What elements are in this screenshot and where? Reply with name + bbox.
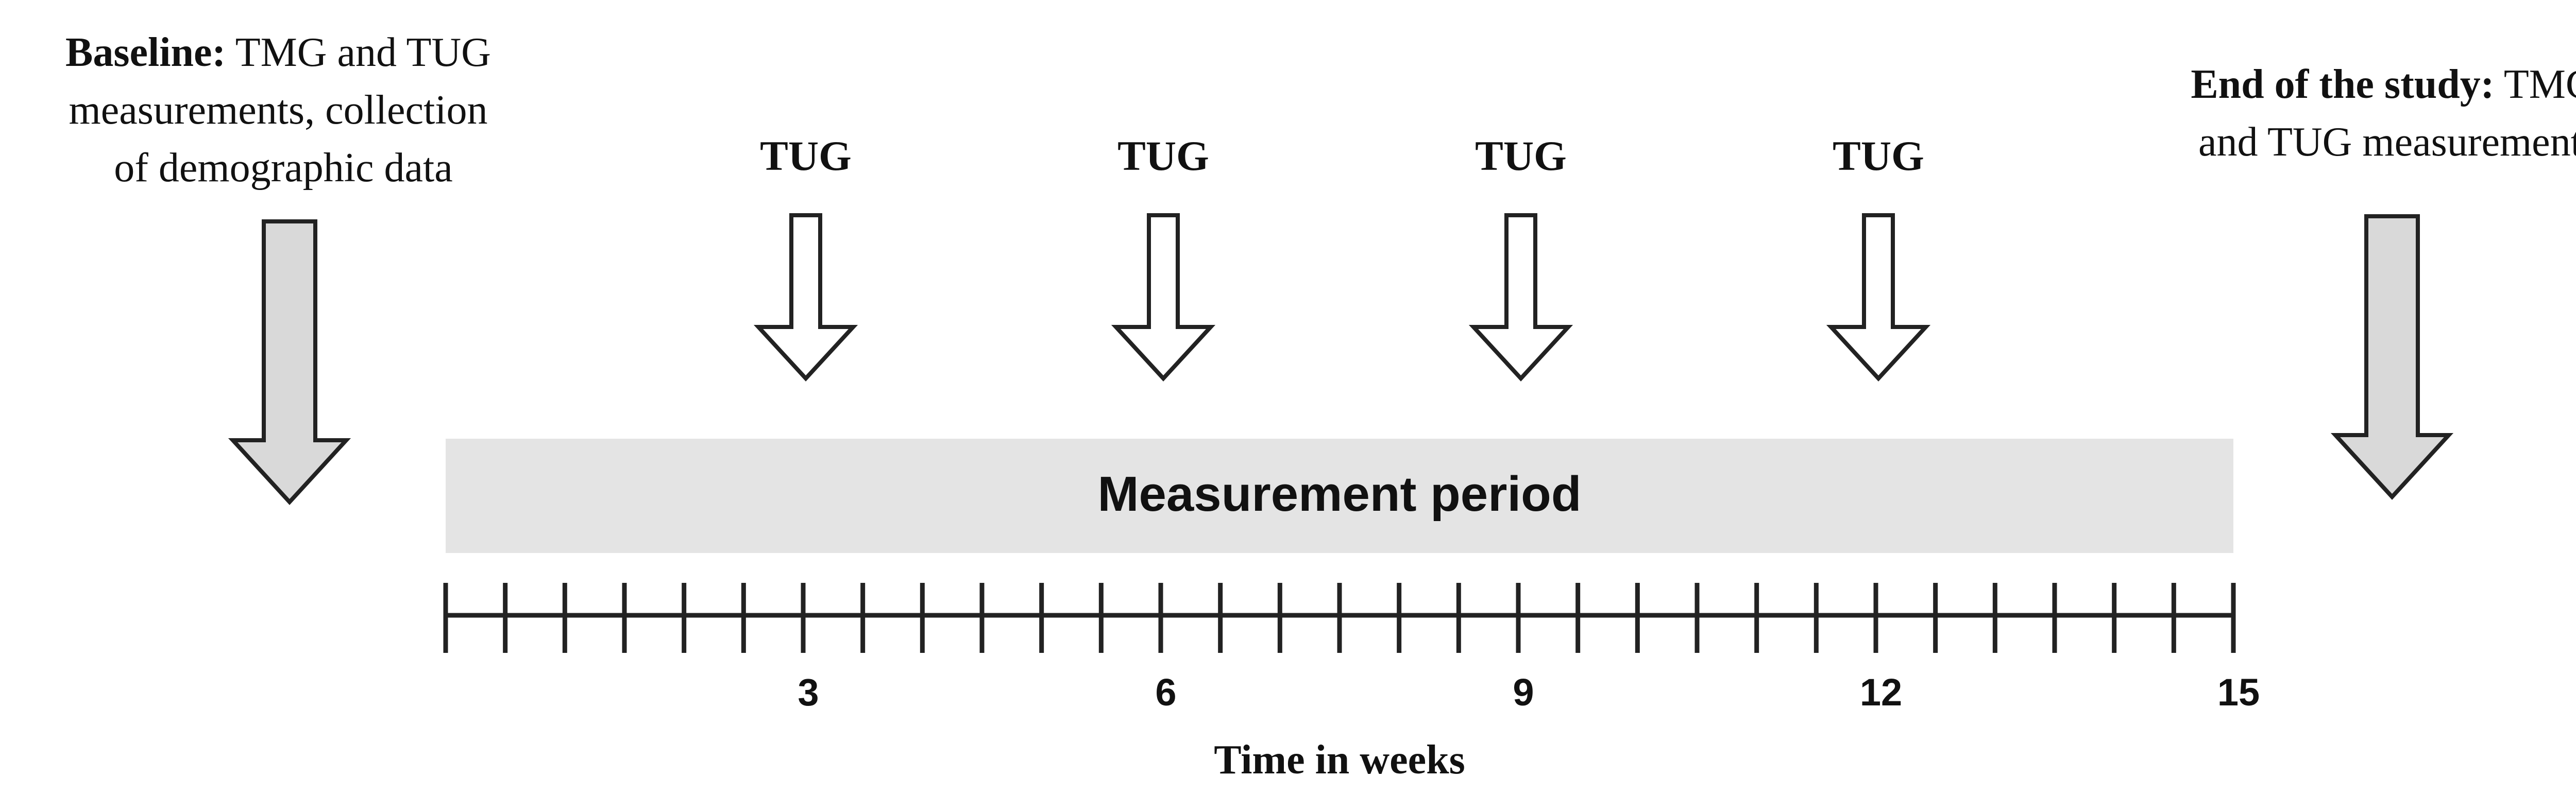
time-axis-label: Time in weeks (1214, 737, 1465, 783)
baseline-line3: of demographic data (114, 145, 453, 191)
tug-marker: TUG (1826, 132, 1931, 382)
timeline-tick-label: 12 (1860, 671, 1902, 714)
baseline-text: Baseline: TMG and TUG measurements, coll… (65, 30, 501, 191)
timeline-tick-label: 6 (1155, 671, 1176, 714)
tug-label: TUG (1833, 132, 1924, 179)
tug-marker: TUG (753, 132, 858, 382)
baseline-line2: measurements, collection (69, 88, 487, 133)
measurement-period-label: Measurement period (1098, 466, 1582, 522)
tug-markers: TUG TUG TUG TUG (753, 132, 1931, 382)
baseline-line1: TMG and TUG (226, 30, 491, 75)
tug-marker: TUG (1111, 132, 1216, 382)
tug-marker: TUG (1468, 132, 1573, 382)
end-of-study-label: End of the study: (2191, 62, 2494, 107)
tug-label: TUG (1117, 132, 1209, 179)
tug-arrow-icon (1826, 213, 1931, 382)
tug-arrow-icon (1111, 213, 1216, 382)
tug-label: TUG (760, 132, 852, 179)
end-of-study-text: End of the study: TMG and TUG measuremen… (2191, 62, 2576, 165)
tug-label: TUG (1475, 132, 1567, 179)
timeline-ticks (443, 583, 2236, 653)
tug-arrow-icon (753, 213, 858, 382)
timeline-tick-label: 15 (2217, 671, 2260, 714)
timeline-tick-labels: 3 6 9 12 15 (798, 671, 2260, 714)
end-of-study-line2: and TUG measurements (2198, 119, 2576, 165)
baseline-arrow-icon (228, 219, 351, 505)
measurement-period-bar (446, 439, 2233, 553)
timeline-tick-label: 3 (798, 671, 819, 714)
timeline-tick-label: 9 (1513, 671, 1534, 714)
tug-arrow-icon (1468, 213, 1573, 382)
end-of-study-line1: TMG (2494, 62, 2576, 107)
baseline-label: Baseline: (65, 30, 226, 75)
end-of-study-arrow-icon (2330, 214, 2454, 500)
